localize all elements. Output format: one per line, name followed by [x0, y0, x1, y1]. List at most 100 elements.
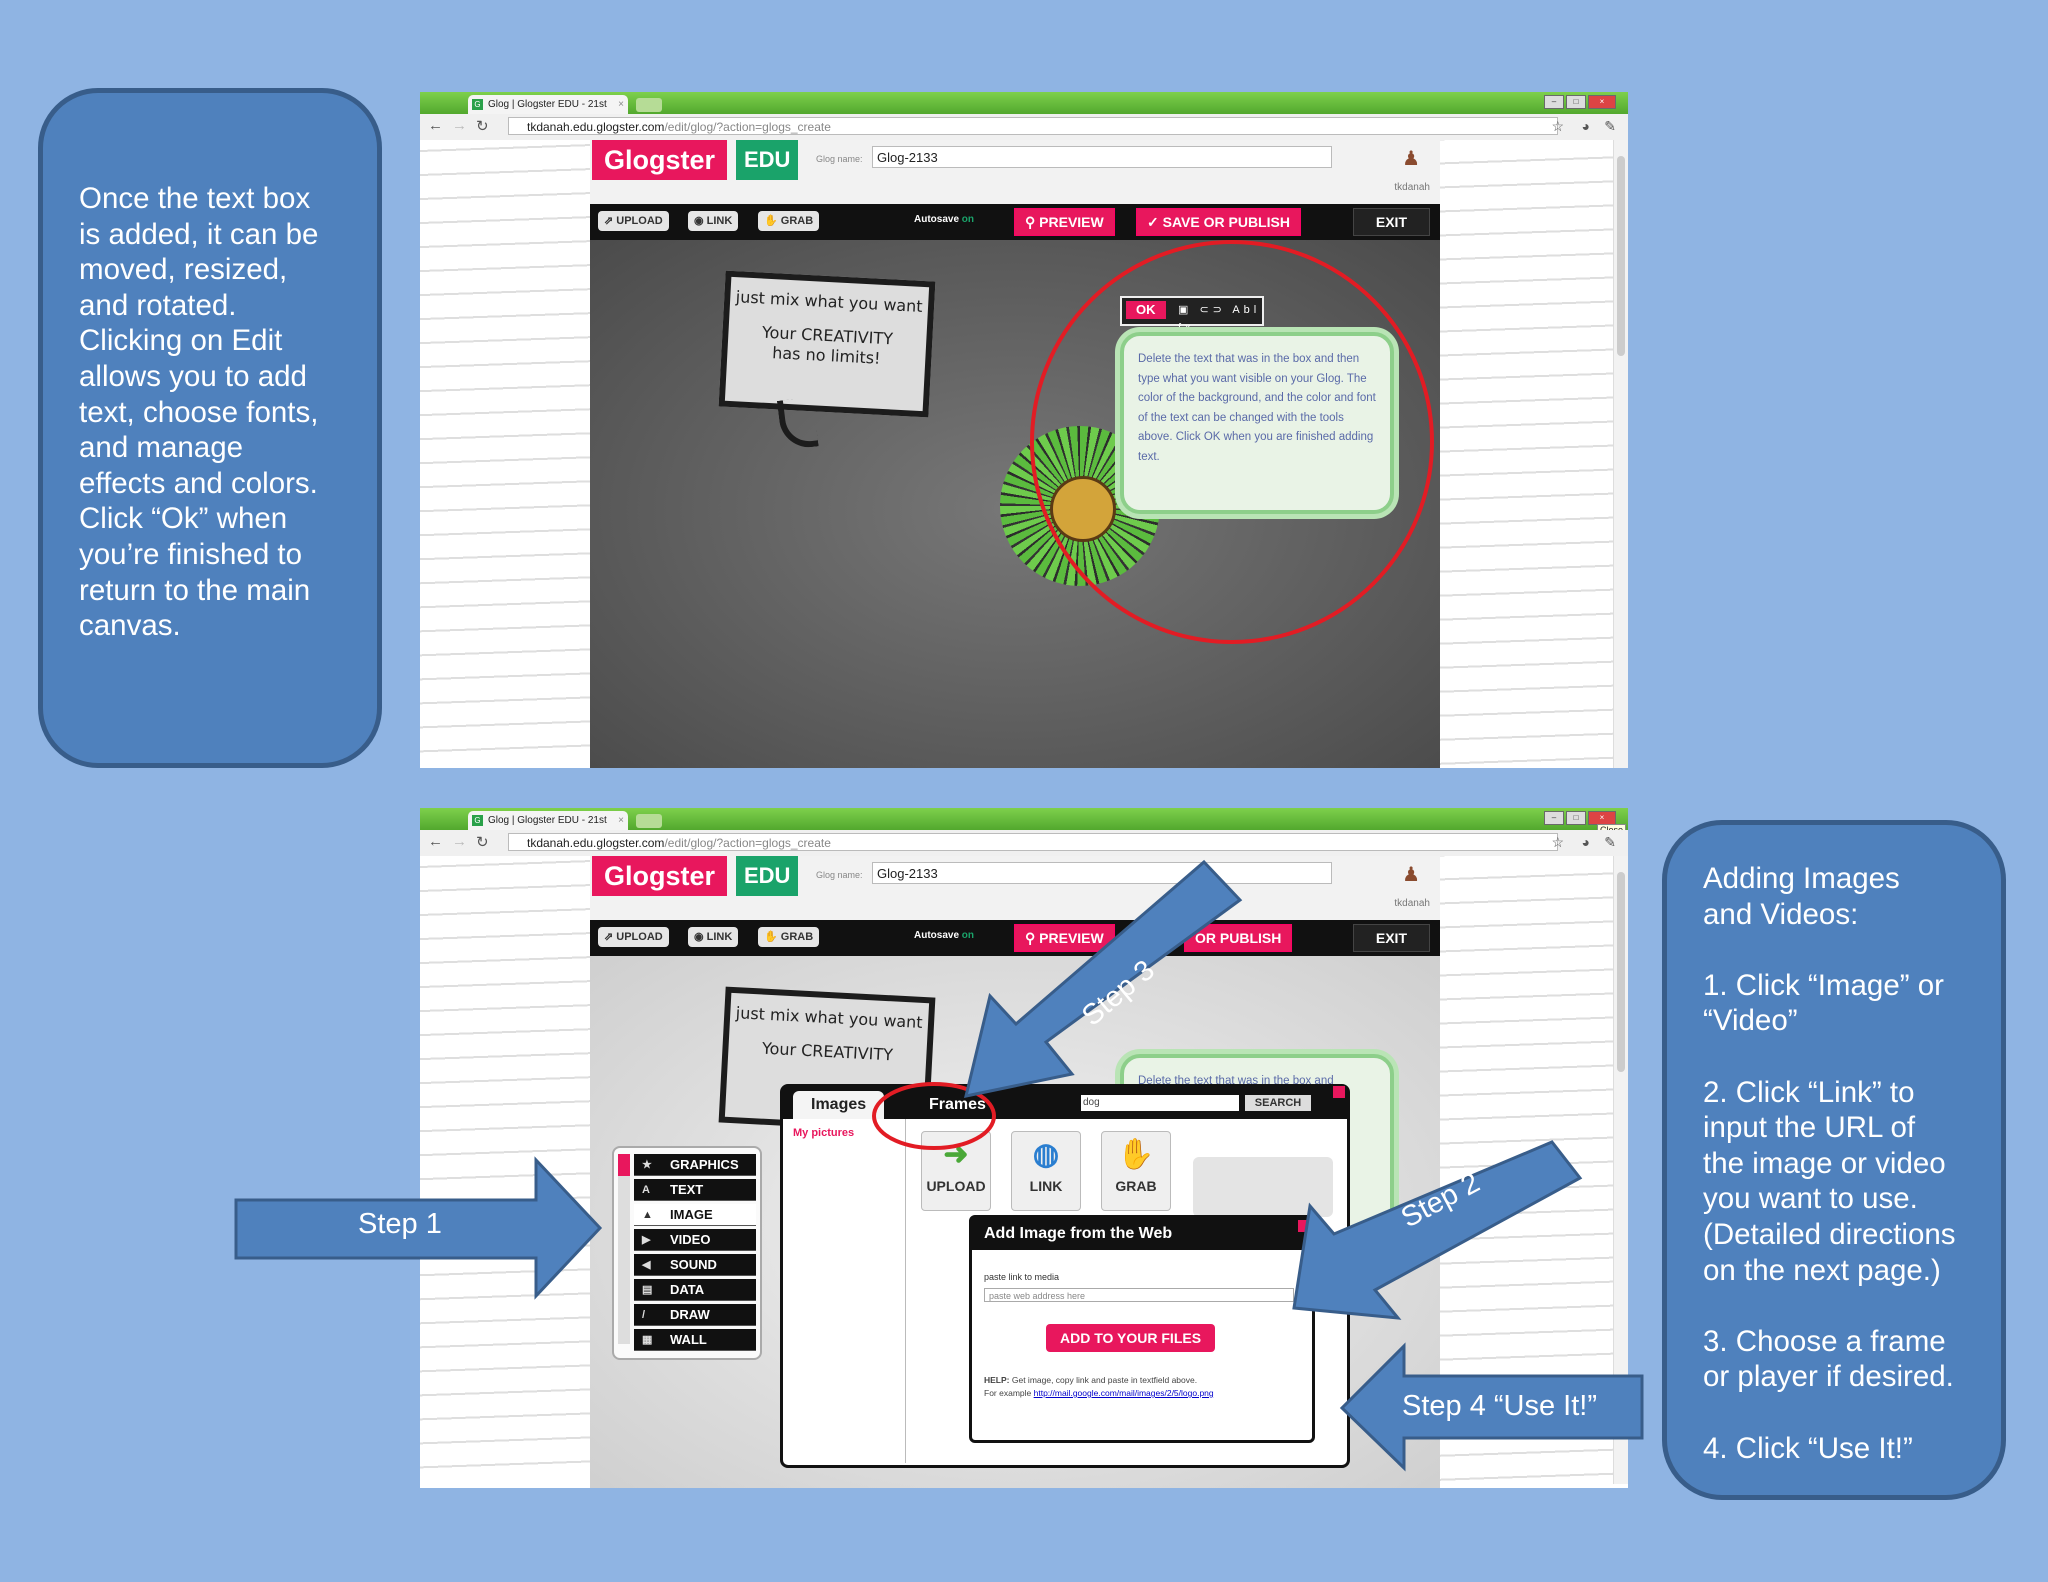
glog-canvas[interactable]: just mix what you want Your CREATIVITY D… — [590, 956, 1440, 1488]
scrollbar-thumb[interactable] — [1617, 156, 1625, 356]
autosave-indicator[interactable]: Autosave on — [914, 214, 974, 225]
page-viewport: Glogster EDU Glog name: Glog-2133 ♟ tkda… — [420, 140, 1628, 768]
grab-button[interactable]: ✋ GRAB — [758, 211, 820, 231]
upload-button[interactable]: ⇗ UPLOAD — [598, 927, 669, 947]
maximize-button[interactable]: □ — [1566, 811, 1586, 825]
back-arrow-icon[interactable]: ← — [428, 117, 443, 134]
exit-button[interactable]: EXIT — [1352, 924, 1430, 952]
source-grab-button[interactable]: ✋GRAB — [1101, 1131, 1171, 1211]
exit-button[interactable]: EXIT — [1352, 208, 1430, 236]
user-avatar-icon[interactable]: ♟ — [1402, 148, 1420, 170]
reload-icon[interactable]: ↻ — [476, 834, 489, 851]
highlight-circle — [1030, 240, 1434, 644]
preview-button[interactable]: ⚲ PREVIEW — [1014, 924, 1115, 952]
search-input[interactable]: dog — [1081, 1095, 1239, 1111]
glog-name-input[interactable]: Glog-2133 — [872, 146, 1332, 168]
wrench-icon[interactable]: ✎ — [1604, 118, 1616, 134]
bookmark-star-icon[interactable]: ☆ — [1551, 834, 1564, 850]
step1-arrow — [234, 1156, 603, 1300]
address-bar-row: ← → ↻ tkdanah.edu.glogster.com/edit/glog… — [420, 830, 1628, 857]
upload-button[interactable]: ⇗ UPLOAD — [598, 211, 669, 231]
minimize-button[interactable]: – — [1544, 95, 1564, 109]
maximize-button[interactable]: □ — [1566, 95, 1586, 109]
url-host: tkdanah.edu.glogster.com — [527, 120, 665, 134]
reload-icon[interactable]: ↻ — [476, 118, 489, 135]
menu-draw[interactable]: /DRAW — [634, 1304, 756, 1326]
hand-icon: ✋ — [1117, 1138, 1155, 1171]
tab-images[interactable]: Images — [793, 1091, 885, 1119]
pencil-icon: / — [642, 1309, 646, 1321]
menu-label: IMAGE — [670, 1207, 713, 1222]
media-url-input[interactable]: paste web address here — [984, 1288, 1294, 1302]
image-icon: ▲ — [642, 1209, 653, 1221]
step4-arrow — [1339, 1342, 1644, 1472]
browser-tab[interactable]: G Glog | Glogster EDU - 21st × — [468, 811, 628, 830]
browser-tab[interactable]: G Glog | Glogster EDU - 21st × — [468, 95, 628, 114]
search-button[interactable]: SEARCH — [1245, 1095, 1311, 1111]
url-host: tkdanah.edu.glogster.com — [527, 836, 665, 850]
username: tkdanah — [1394, 182, 1430, 193]
user-avatar-icon[interactable]: ♟ — [1402, 864, 1420, 886]
glog-canvas[interactable]: just mix what you want Your CREATIVITY h… — [590, 240, 1440, 768]
frames-highlight-circle — [872, 1082, 996, 1150]
forward-arrow-icon[interactable]: → — [452, 117, 467, 134]
url-field[interactable]: tkdanah.edu.glogster.com/edit/glog/?acti… — [508, 833, 1558, 851]
help-instructions: Get image, copy link and paste in textfi… — [1011, 1375, 1198, 1385]
add-to-files-button[interactable]: ADD TO YOUR FILES — [1046, 1324, 1216, 1352]
new-tab-button[interactable] — [636, 814, 662, 828]
my-pictures-link[interactable]: My pictures — [793, 1127, 855, 1139]
widget-tool-tab[interactable] — [618, 1154, 630, 1176]
autosave-indicator[interactable]: Autosave on — [914, 930, 974, 941]
note-heading: Adding Images and Videos: — [1703, 862, 1900, 931]
menu-sound[interactable]: ◀SOUND — [634, 1254, 756, 1276]
forward-arrow-icon[interactable]: → — [452, 833, 467, 850]
save-publish-button[interactable]: ✓ SAVE OR PUBLISH — [1136, 208, 1301, 236]
window-controls: – □ × — [1544, 95, 1616, 109]
data-icon: ▤ — [642, 1284, 653, 1296]
link-button[interactable]: ◉ LINK — [688, 927, 739, 947]
glogster-editor: Glogster EDU Glog name: Glog-2133 ♟ tkda… — [590, 856, 1440, 1488]
tab-close-icon[interactable]: × — [618, 815, 624, 826]
close-window-button[interactable]: × — [1588, 95, 1616, 109]
url-field[interactable]: tkdanah.edu.glogster.com/edit/glog/?acti… — [508, 117, 1558, 135]
glog-name-label: Glog name: — [816, 154, 863, 164]
menu-wall[interactable]: ▦WALL — [634, 1329, 756, 1351]
step4-label: Step 4 “Use It!” — [1402, 1390, 1598, 1422]
menu-data[interactable]: ▤DATA — [634, 1279, 756, 1301]
extension-icon[interactable]: ◕ — [1581, 118, 1590, 134]
link-label: LINK — [706, 215, 733, 227]
link-button[interactable]: ◉ LINK — [688, 211, 739, 231]
menu-image[interactable]: ▲ IMAGE — [634, 1204, 756, 1226]
screenshot-text-editing: G Glog | Glogster EDU - 21st × – □ × ← →… — [420, 92, 1628, 768]
extension-icon[interactable]: ◕ — [1581, 834, 1590, 850]
scrollbar-thumb[interactable] — [1617, 872, 1625, 1072]
upload-label: UPLOAD — [616, 215, 663, 227]
autosave-state: on — [961, 930, 975, 941]
sound-icon: ◀ — [642, 1259, 651, 1271]
glogster-editor: Glogster EDU Glog name: Glog-2133 ♟ tkda… — [590, 140, 1440, 768]
bookmark-star-icon[interactable]: ☆ — [1551, 118, 1564, 134]
minimize-button[interactable]: – — [1544, 811, 1564, 825]
wrench-icon[interactable]: ✎ — [1604, 834, 1616, 850]
note-line: allows you to add — [79, 359, 307, 393]
preview-button[interactable]: ⚲ PREVIEW — [1014, 208, 1115, 236]
back-arrow-icon[interactable]: ← — [428, 833, 443, 850]
new-tab-button[interactable] — [636, 98, 662, 112]
save-publish-label: OR PUBLISH — [1195, 930, 1282, 946]
video-icon: ▶ — [642, 1234, 651, 1246]
scrollbar[interactable] — [1613, 140, 1628, 768]
editor-toolbar: ⇗ UPLOAD ◉ LINK ✋ GRAB Autosave on ⚲ PRE… — [590, 920, 1440, 956]
close-icon[interactable] — [1333, 1086, 1345, 1098]
close-window-button[interactable]: × — [1588, 811, 1616, 825]
source-link-button[interactable]: ◍LINK — [1011, 1131, 1081, 1211]
tab-close-icon[interactable]: × — [618, 99, 624, 110]
example-link[interactable]: http://mail.google.com/mail/images/2/5/l… — [1033, 1388, 1214, 1398]
username: tkdanah — [1394, 898, 1430, 909]
scrollbar[interactable] — [1613, 856, 1628, 1484]
menu-video[interactable]: ▶VIDEO — [634, 1229, 756, 1251]
grab-button[interactable]: ✋ GRAB — [758, 927, 820, 947]
instruction-note-right: Adding Images and Videos: 1. Click “Imag… — [1662, 820, 2006, 1500]
menu-graphics[interactable]: ★GRAPHICS — [634, 1154, 756, 1176]
